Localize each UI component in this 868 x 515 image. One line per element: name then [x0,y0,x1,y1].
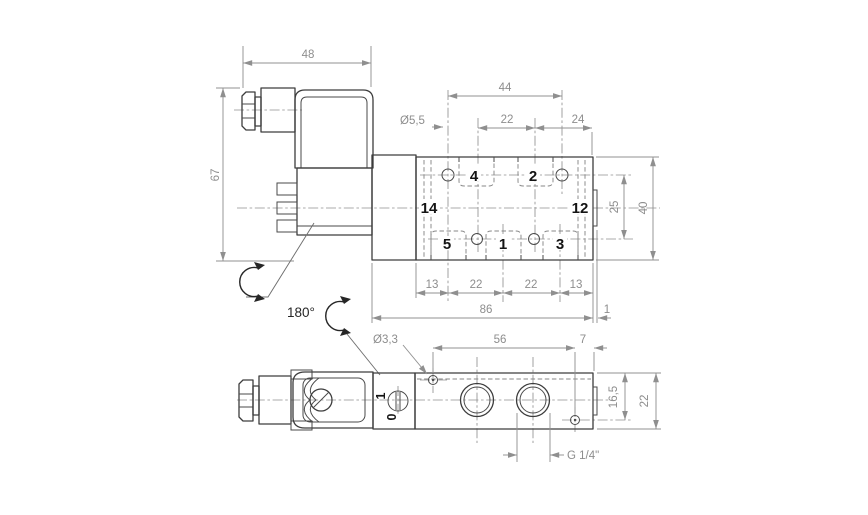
port-label-4: 4 [470,168,479,185]
connector-screw [309,388,333,412]
port-labels: 4 2 14 12 5 1 3 [421,168,589,253]
port-hole [515,382,551,418]
dim-edge-offset-top: 24 [572,114,585,126]
rotation-arrow-icon [239,266,259,298]
adapter-plate [371,154,417,261]
dim-overall-height: 67 [210,169,222,182]
rotation-annotation: 180° [239,222,381,376]
port-label-1: 1 [499,236,507,253]
dim-mount-hole-span: 44 [499,82,512,94]
mounting-hole [555,168,569,182]
rotation-arrow-icon [325,300,345,332]
dim-pilot-hole-dia: Ø3,3 [373,334,398,346]
port-label-5: 5 [443,236,451,253]
hidden-port-cavities [423,157,586,260]
mounting-hole [441,168,455,182]
dim-connector-width: 48 [302,49,315,61]
dim-edge-right: 13 [570,279,583,291]
dim-body-height: 22 [639,395,651,408]
solenoid-body [276,167,373,236]
dim-body-length: 86 [480,304,493,316]
override-pos-on-label: 1 [374,392,388,399]
dim-thread-size: G 1/4" [567,450,599,462]
port-label-3: 3 [556,236,564,253]
top-view: 48 67 44 Ø5,5 22 24 13 22 22 13 [210,46,660,376]
port-hole [459,382,495,418]
connector-housing-side [292,371,374,429]
port-label-2: 2 [529,168,537,185]
bottom-view: 1 0 Ø3,3 56 7 16,5 [237,334,661,462]
dim-body-width: 40 [638,202,650,215]
rotation-angle-label: 180° [287,305,315,320]
dim-edge-offset: 7 [580,334,586,346]
side-tab [592,189,598,227]
dimensions-top-view: 48 67 44 Ø5,5 22 24 13 22 22 13 [210,46,659,323]
side-tab [592,386,598,416]
dim-mount-hole-dia: Ø5,5 [400,115,425,127]
port-label-12: 12 [572,200,589,217]
pilot-section: 1 0 [372,372,416,430]
dim-hole-offset: 16,5 [608,386,620,408]
dim-port-pitch-top: 22 [501,114,514,126]
dim-hole-span: 56 [494,334,507,346]
connector-housing [294,89,374,169]
dim-hole-row-span: 25 [609,201,621,214]
valve-body [415,156,598,261]
valve-body-side [414,372,598,430]
dim-tab-width: 1 [604,304,610,316]
cable-gland-side [238,369,313,431]
centerlines [234,90,660,302]
dim-edge-left: 13 [426,279,439,291]
dim-pitch-left: 22 [470,279,483,291]
port-label-14: 14 [421,200,438,217]
cable-gland [241,87,296,133]
manual-override-screw [387,390,409,412]
dimensions-bottom-view: Ø3,3 56 7 16,5 22 G 1/4" [373,334,661,462]
override-pos-off-label: 0 [385,413,399,420]
pilot-hole [428,375,438,385]
mounting-hole [471,233,483,245]
pilot-hole [570,415,580,425]
dim-pitch-right: 22 [525,279,538,291]
mounting-hole [528,233,540,245]
